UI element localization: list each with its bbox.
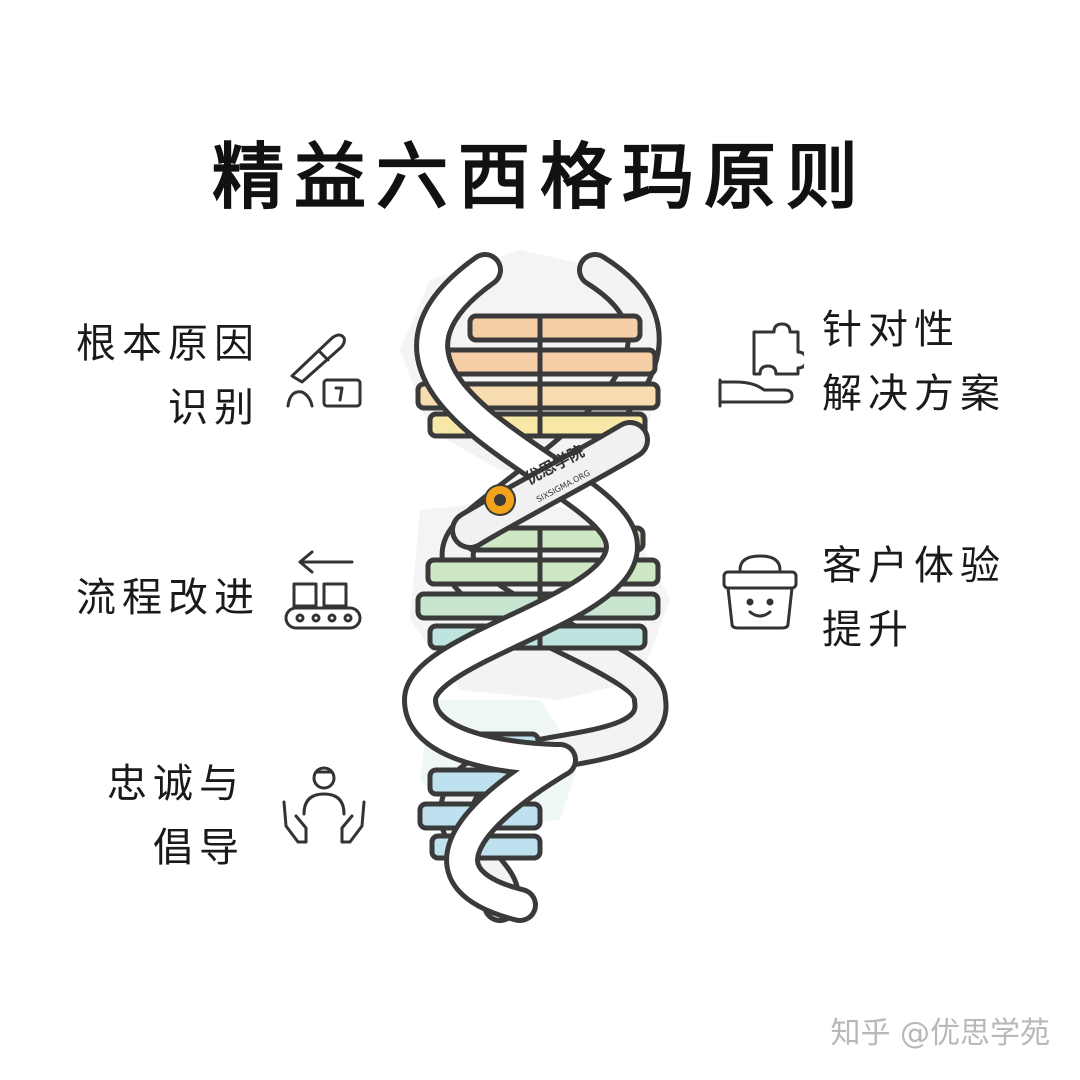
brand-logo [484, 484, 516, 516]
item-loyalty-advocacy-line1: 忠诚与 [107, 761, 245, 807]
item-customer-experience: 客户体验 提升 [822, 534, 1042, 662]
puzzle-hand-icon [718, 322, 804, 408]
item-loyalty-advocacy-line2: 倡导 [153, 825, 245, 871]
smiling-basket-icon [722, 554, 798, 630]
conveyor-icon [284, 550, 362, 630]
item-process-improvement: 流程改进 [70, 566, 260, 630]
item-root-cause: 根本原因 识别 [70, 312, 260, 440]
item-process-improvement-line1: 流程改进 [76, 575, 260, 621]
item-targeted-solution-line2: 解决方案 [822, 371, 1006, 417]
item-loyalty-advocacy: 忠诚与 倡导 [70, 752, 245, 880]
watermark: 知乎 @优思学苑 [830, 1016, 1050, 1051]
item-targeted-solution: 针对性 解决方案 [822, 298, 1042, 426]
person-hands-icon [282, 766, 366, 844]
page-title: 精益六西格玛原则 [211, 135, 868, 219]
item-customer-experience-line2: 提升 [822, 607, 914, 653]
helix-rungs [415, 313, 661, 861]
item-root-cause-line2: 识别 [168, 385, 260, 431]
item-customer-experience-line1: 客户体验 [822, 543, 1006, 589]
scalpel-icon [286, 333, 362, 408]
item-targeted-solution-line1: 针对性 [822, 307, 960, 353]
helix-front-strand [402, 252, 650, 923]
item-root-cause-line1: 根本原因 [76, 321, 260, 367]
